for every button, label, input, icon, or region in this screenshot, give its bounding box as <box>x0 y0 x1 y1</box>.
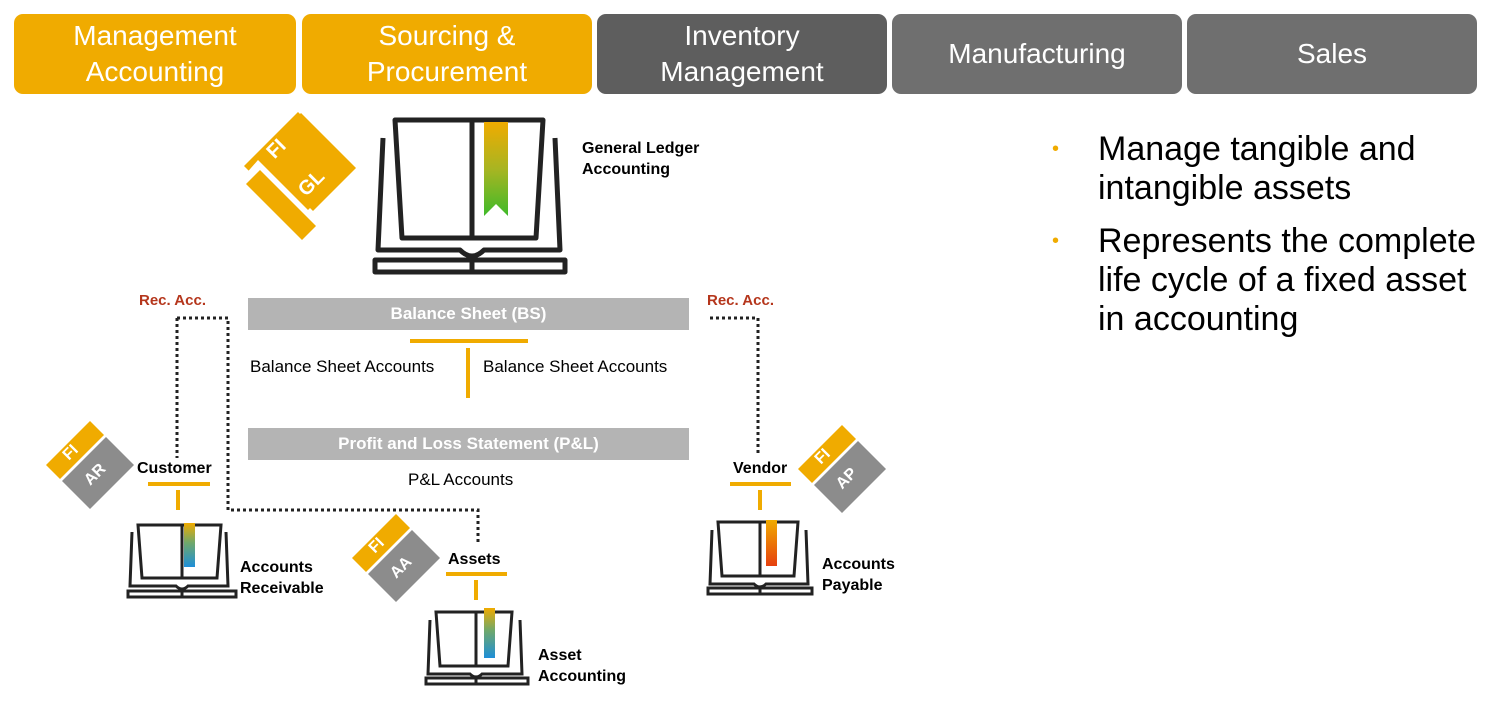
module-tab-bar: Management Accounting Sourcing & Procure… <box>0 0 1490 100</box>
asset-accounting-label: Asset Accounting <box>538 647 626 685</box>
bullet-dot-icon: • <box>1052 138 1060 160</box>
asset-accounting-book-icon <box>424 608 530 686</box>
bullet-text: Manage tangible and intangible assets <box>1098 130 1416 207</box>
dotted-connectors <box>175 316 760 542</box>
accounts-payable-label: Accounts Payable <box>822 556 895 594</box>
tab-sales[interactable]: Sales <box>1187 14 1477 94</box>
pnl-accounts-label: P&L Accounts <box>408 470 514 489</box>
vendor-label: Vendor <box>733 460 788 477</box>
assets-label: Assets <box>448 551 501 568</box>
pnl-bar: Profit and Loss Statement (P&L) <box>248 428 689 460</box>
fi-ap-badge <box>798 425 886 513</box>
accounts-receivable-label: Accounts Receivable <box>240 559 324 597</box>
general-ledger-label: General Ledger Accounting <box>582 140 700 178</box>
customer-label: Customer <box>137 460 212 477</box>
rec-acc-right-label: Rec. Acc. <box>707 292 774 309</box>
rec-acc-left-label: Rec. Acc. <box>139 292 206 309</box>
accounts-receivable-book-icon <box>126 523 238 599</box>
rec-acc-left-connector <box>177 316 480 542</box>
bullet-dot-icon: • <box>1052 230 1060 252</box>
tab-inventory-management[interactable]: Inventory Management <box>597 14 887 94</box>
bullet-item: • Manage tangible and intangible assets <box>1046 130 1476 208</box>
fi-ar-badge <box>46 421 134 509</box>
description-bullets: • Manage tangible and intangible assets •… <box>1046 130 1476 353</box>
rec-acc-right-connector <box>710 316 760 455</box>
diagram-graphics <box>46 112 886 686</box>
bullet-item: • Represents the complete life cycle of a… <box>1046 222 1476 339</box>
balance-sheet-bar: Balance Sheet (BS) <box>248 298 689 330</box>
tab-manufacturing[interactable]: Manufacturing <box>892 14 1182 94</box>
fi-aa-badge <box>352 514 440 602</box>
tab-management-accounting[interactable]: Management Accounting <box>14 14 296 94</box>
fi-gl-badge <box>244 112 356 240</box>
fi-accounting-diagram: FI GL FI AR FI AA FI AP General Ledger A… <box>0 100 1000 714</box>
bullet-text: Represents the complete life cycle of a … <box>1098 222 1476 338</box>
tab-sourcing-procurement[interactable]: Sourcing & Procurement <box>302 14 592 94</box>
bs-accounts-left-label: Balance Sheet Accounts <box>250 357 435 376</box>
general-ledger-book-icon <box>372 117 568 275</box>
accounts-payable-book-icon <box>706 520 814 596</box>
bs-accounts-right-label: Balance Sheet Accounts <box>483 357 668 376</box>
